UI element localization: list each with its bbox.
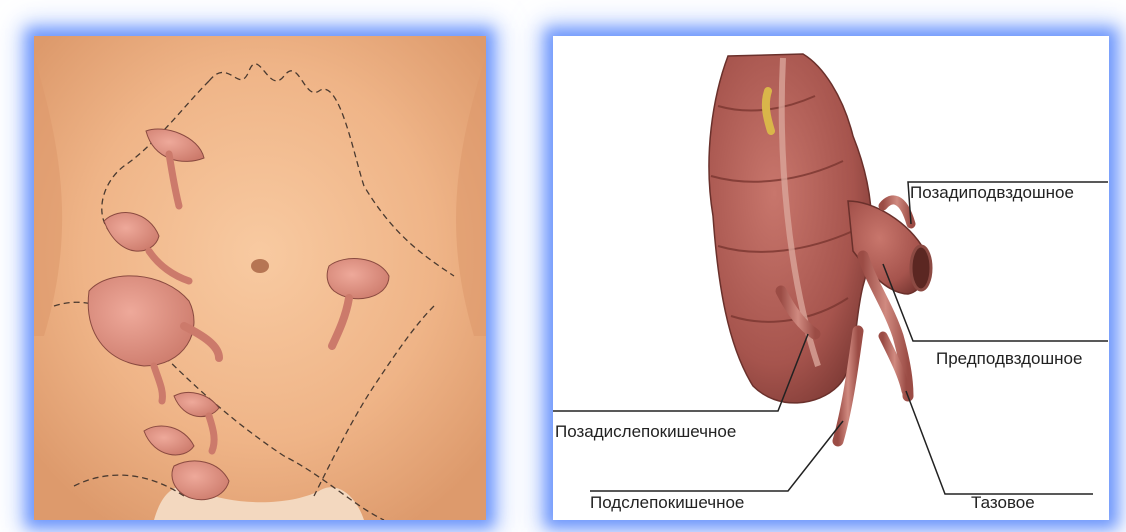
torso-body: [34, 36, 486, 520]
label-subcecal: Подслепокишечное: [590, 494, 744, 512]
leader-line-pelvic: [906, 391, 1093, 494]
label-preileal: Предподвздошное: [936, 350, 1082, 368]
torso-illustration: [34, 36, 486, 520]
cecum-colon: [709, 54, 872, 403]
label-retroileal: Позадиподвздошное: [910, 184, 1074, 202]
cecum-diagram-panel: Позадиподвздошное Предподвздошное Позади…: [553, 36, 1109, 520]
torso-illustration-panel: [34, 36, 486, 520]
label-retrocecal: Позадислепокишечное: [555, 423, 736, 441]
navel: [251, 259, 269, 273]
cecum-illustration: [553, 36, 1109, 520]
label-pelvic: Тазовое: [971, 494, 1035, 512]
